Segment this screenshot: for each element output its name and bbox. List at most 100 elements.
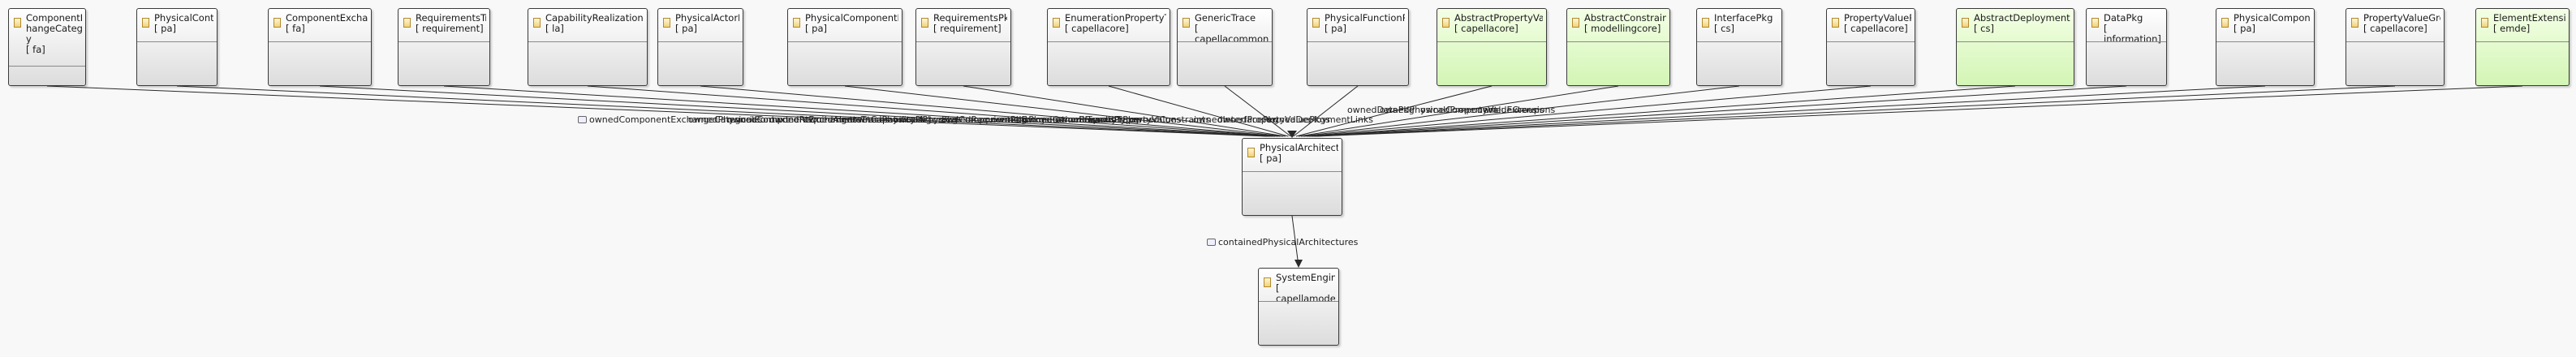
edge-n10 — [1224, 85, 1291, 137]
edge-label: containedPhysicalArchitectures — [1207, 237, 1358, 247]
class-package: [ fa] — [26, 44, 45, 55]
class-package: [ cs] — [1974, 23, 1994, 34]
edge-label: ownedEnumerationPropertyTypes — [992, 114, 1142, 125]
class-package: [ capellacore] — [1065, 23, 1129, 34]
class-node-abstractconstraint[interactable]: AbstractConstraint [ modellingcore] — [1566, 8, 1670, 86]
edge-label: ownedRequirementPkgs — [941, 114, 1049, 125]
class-name: PhysicalArchitecture — [1260, 143, 1338, 153]
edge-n9 — [1108, 85, 1289, 137]
edge-label: ownedFunctionPkg — [1055, 114, 1139, 125]
edge-label: ownedPropertyValuePkgs — [1217, 114, 1330, 125]
compartment-divider — [658, 41, 743, 42]
class-node-abstractpropertyvalue[interactable]: AbstractPropertyValue [ capellacore] — [1437, 8, 1547, 86]
edge-n7 — [844, 85, 1284, 137]
reference-icon — [578, 116, 587, 123]
edge-n19 — [1314, 85, 2396, 137]
edge-label-text: ownedConstraints — [1130, 114, 1211, 125]
edge-label-text: ownedFunctionPkg — [1055, 114, 1139, 125]
class-node-systemengineering[interactable]: SystemEngineering [ capellamodeller] — [1258, 268, 1339, 346]
edge-label: ownedConstraints — [1130, 114, 1210, 125]
class-node-physicalcomponent[interactable]: PhysicalComponent [ pa] — [2216, 8, 2315, 86]
edge-label: ownedComponentExchanges — [727, 114, 857, 125]
class-name: PhysicalActorPkg — [675, 13, 739, 24]
edge-label: ownedExtensions — [1477, 105, 1555, 115]
class-icon — [1832, 18, 1839, 28]
class-node-abstractdeploymentlink[interactable]: AbstractDeploymentLink [ cs] — [1956, 8, 2074, 86]
class-node-propertyvaluepkg[interactable]: PropertyValuePkg [ capellacore] — [1826, 8, 1915, 86]
class-icon — [1442, 18, 1450, 28]
arrowhead — [1294, 260, 1303, 268]
compartment-divider — [9, 66, 85, 67]
edge-label-text: ownedExtensions — [1477, 105, 1556, 115]
class-name: RequirementsTrace — [416, 13, 486, 24]
class-node-propertyvaluegroup[interactable]: PropertyValueGroup [ capellacore] — [2346, 8, 2445, 86]
edge-label-text: ownedEnumerationPropertyTypes — [992, 114, 1142, 125]
class-node-physicalfunctionpkg[interactable]: PhysicalFunctionPkg [ pa] — [1307, 8, 1409, 86]
class-icon — [533, 18, 541, 28]
class-node-physicalcomponentpkg[interactable]: PhysicalComponentPkg [ pa] — [787, 8, 902, 86]
compartment-divider — [1567, 41, 1669, 42]
edge-label: ownedAbstractCapabilityPkg — [803, 114, 932, 125]
class-icon — [1264, 277, 1271, 287]
compartment-divider — [1259, 301, 1338, 302]
class-package: [ pa] — [805, 23, 827, 34]
edge-n16 — [1306, 85, 2016, 137]
class-icon — [793, 18, 800, 28]
compartment-divider — [1827, 41, 1915, 42]
edge-label: ownedComponentExchangeCategories — [578, 114, 762, 125]
class-node-physicalarchitecture[interactable]: PhysicalArchitecture [ pa] — [1242, 138, 1342, 216]
compartment-divider — [2216, 41, 2314, 42]
edge-n11 — [1293, 85, 1359, 137]
edge-n3 — [319, 85, 1273, 137]
class-node-elementextension[interactable]: ElementExtension [ emde] — [2475, 8, 2570, 86]
class-node-datapkg[interactable]: DataPkg [ information] — [2086, 8, 2167, 86]
compartment-divider — [1307, 41, 1408, 42]
edge-n15 — [1303, 85, 1872, 137]
edge-n8 — [963, 85, 1286, 137]
class-package: [ capellacore] — [1844, 23, 1908, 34]
edge-n14 — [1300, 85, 1740, 137]
class-icon — [1702, 18, 1709, 28]
class-node-generictrace[interactable]: GenericTrace [ capellacommon] — [1177, 8, 1273, 86]
edge-label: ownedPropertyValues — [1084, 114, 1181, 125]
class-node-interfacepkg[interactable]: InterfacePkg [ cs] — [1696, 8, 1782, 86]
edge-label-text: ownedPhysicalComponentPkg — [893, 114, 1027, 125]
class-package: [ la] — [545, 23, 564, 34]
class-icon — [1312, 18, 1320, 28]
class-node-componentexchange[interactable]: ComponentExchange [ fa] — [268, 8, 372, 86]
class-node-requirementspkg[interactable]: RequirementsPkg [ requirement] — [915, 8, 1011, 86]
class-node-requirementstrace[interactable]: RequirementsTrace [ requirement] — [398, 8, 490, 86]
class-node-capabilityrealizationpkg[interactable]: CapabilityRealizationPkg [ la] — [528, 8, 648, 86]
class-name: PhysicalFunctionPkg — [1325, 13, 1405, 24]
compartment-divider — [137, 41, 217, 42]
class-name: ComponentExchange — [286, 13, 368, 24]
class-name: RequirementsPkg — [933, 13, 1007, 24]
class-name: CapabilityRealizationPkg — [545, 13, 644, 24]
edge-label: ownedGenericTraces — [1023, 114, 1115, 125]
class-icon — [2351, 18, 2358, 28]
edge-label-text: ownedComponentExchanges — [727, 114, 857, 125]
class-package: [ cs] — [1714, 23, 1734, 34]
class-node-physicalactorpkg[interactable]: PhysicalActorPkg [ pa] — [657, 8, 743, 86]
class-node-enumerationpropertytype[interactable]: EnumerationPropertyType [ capellacore] — [1047, 8, 1170, 86]
edge-n5 — [587, 85, 1278, 137]
compartment-divider — [1178, 41, 1272, 42]
edge-label: ownedInterfacePkg — [1193, 114, 1279, 125]
class-package: [ requirement] — [416, 23, 484, 34]
edge-pa-se — [1291, 215, 1299, 267]
class-name: DataPkg — [2104, 13, 2143, 24]
class-package: [ modellingcore] — [1584, 23, 1661, 34]
class-name: AbstractConstraint — [1584, 13, 1666, 24]
class-package: [ pa] — [2234, 23, 2255, 34]
edge-label-text: containedPhysicalArchitectures — [1218, 237, 1359, 247]
compartment-divider — [269, 41, 371, 42]
compartment-divider — [1437, 41, 1546, 42]
edge-label-text: ownedAbstractCapabilityPkg — [803, 114, 932, 125]
class-package: [ pa] — [675, 23, 697, 34]
class-icon — [1572, 18, 1579, 28]
class-node-physicalcontext[interactable]: PhysicalContext [ pa] — [136, 8, 218, 86]
class-icon — [403, 18, 411, 28]
class-name: EnumerationPropertyType — [1065, 13, 1166, 24]
class-node-componentexchangecategory[interactable]: ComponentExc hangeCategor y [ fa] — [8, 8, 86, 86]
class-name: PhysicalContext — [154, 13, 213, 24]
